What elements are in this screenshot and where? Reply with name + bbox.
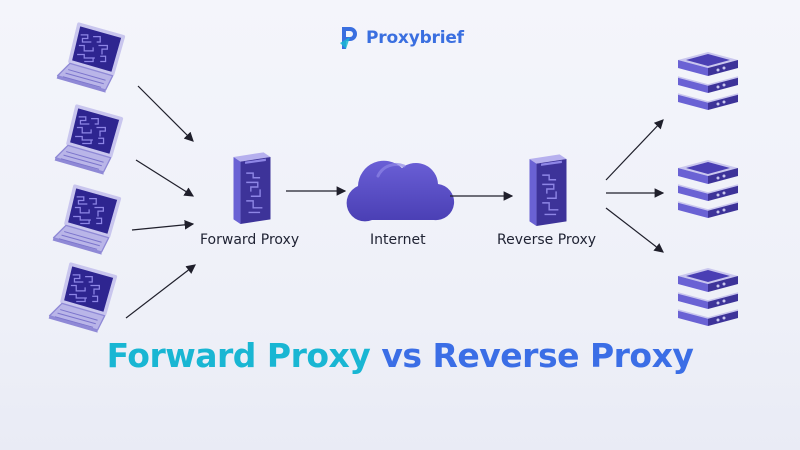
forward-proxy-label: Forward Proxy [200,232,300,248]
arrow-client-2 [135,159,195,197]
server-rack-icon [677,159,739,219]
laptop-icon [54,22,126,94]
arrow-client-3 [131,220,195,231]
server-rack-icon [677,267,739,327]
arrow-client-4 [125,264,196,319]
title-part-forward: Forward Proxy [106,336,371,375]
laptop-icon [50,184,122,256]
cloud-icon [346,160,455,222]
brand-name: Proxybrief [366,28,464,48]
laptop-icon [52,104,124,176]
arrow-client-1 [137,85,194,142]
reverse-proxy-label: Reverse Proxy [497,232,597,248]
page-title: Forward Proxy vs Reverse Proxy [0,336,800,375]
title-part-reverse: Reverse Proxy [432,336,694,375]
reverse-proxy-server-icon [528,153,568,226]
proxybrief-logo-icon [340,27,357,49]
laptop-icon [46,262,118,334]
title-part-vs: vs [381,336,422,375]
server-rack-icon [677,51,739,111]
arrow-to-server-1 [605,119,664,181]
brand-logo: Proxybrief [338,24,464,52]
arrow-to-server-3 [605,207,664,253]
internet-label: Internet [370,232,426,248]
forward-proxy-server-icon [232,151,272,224]
